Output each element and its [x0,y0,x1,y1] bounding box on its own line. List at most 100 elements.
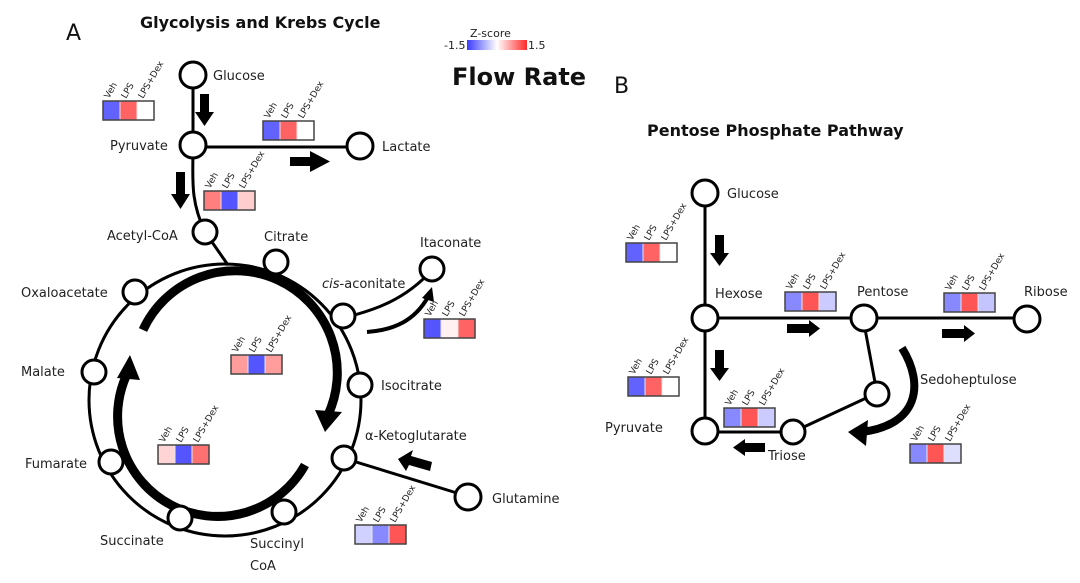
heatmap-cell-lps-dex [238,191,255,210]
heatmap-cell-lps [961,293,978,312]
legend-max-label: 1.5 [528,39,546,52]
label-glutamine: Glutamine [492,492,560,507]
node-isocitrate[interactable] [346,371,374,399]
node-b-sedoheptulose[interactable] [863,380,891,408]
heatmap-cell-veh [103,101,120,120]
flow-rate-title: Flow Rate [452,63,586,91]
heatmap-column-label: LPS+Dex [758,366,788,407]
node-itaconate[interactable] [418,255,446,283]
heatmap-column-label: LPS+Dex [944,402,974,443]
heatmap-cell-lps [643,243,660,262]
node-b-glucose[interactable] [690,178,720,208]
heatmap-cell-veh [724,408,741,427]
node-cis-aconitate[interactable] [329,302,357,330]
heatmap-column-label: LPS [643,223,660,242]
heatmap-cell-veh [785,292,802,311]
heatmap-cell-veh [204,191,221,210]
arrow-right-lactate [290,151,330,172]
panel-a-letter: A [66,21,81,46]
heatmap-column-label: LPS [927,424,944,443]
heatmap-column-label: LPS [280,101,297,120]
heatmap-column-label: Veh [910,424,927,443]
node-succinate[interactable] [166,504,194,532]
heatmap-column-label: LPS+Dex [458,277,488,318]
node-oxaloacetate[interactable] [121,278,149,306]
panel-a-title: Glycolysis and Krebs Cycle [140,13,381,32]
label-succinyl-coa-line2: CoA [250,559,276,574]
heatmap-column-label: Veh [263,101,280,120]
heatmap-cell-lps-dex [758,408,775,427]
heatmap-border [625,242,678,263]
heatmap-column-label: LPS+Dex [978,251,1008,292]
heatmap-cell-lps-dex [265,355,282,374]
heatmap-cell-lps-dex [458,319,475,338]
heatmap-column-label: Veh [785,272,802,291]
heatmap-cell-lps [741,408,758,427]
heatmap-column-label: LPS+Dex [238,149,268,190]
panel-b-letter: B [614,74,629,99]
node-b-hexose[interactable] [690,303,720,333]
node-alpha-ketoglutarate[interactable] [330,444,358,472]
heatmap-cell-lps-dex [819,292,836,311]
heatmap-column-label: LPS+Dex [137,59,167,100]
label-b-hexose: Hexose [715,287,763,302]
node-glutamine[interactable] [453,482,483,512]
node-pyruvate[interactable] [178,130,208,160]
arrow-right-pentose [787,320,820,337]
label-cis-aconitate: cis-aconitate [322,277,405,292]
node-b-pentose[interactable] [849,303,879,333]
node-citrate[interactable] [262,248,290,276]
heatmap-column-label: LPS+Dex [660,201,690,242]
node-glucose[interactable] [178,60,208,90]
node-b-triose[interactable] [779,418,807,446]
label-acetyl-coa: Acetyl-CoA [107,229,178,244]
heatmap-column-label: Veh [626,223,643,242]
heatmap-cell-lps [927,444,944,463]
heatmap-border [423,318,476,339]
heatmap-border [943,292,996,313]
itaconate-flow-arrowhead [422,287,434,302]
itaconate-flow-arc [366,295,430,334]
tca-ring [87,262,363,538]
heatmap-column-label: Veh [204,171,221,190]
label-itaconate: Itaconate [420,236,481,251]
heatmap-column-label: Veh [103,81,120,100]
node-b-ribose[interactable] [1012,304,1042,334]
heatmap-cell-lps-dex [662,377,679,396]
label-alpha-ketoglutarate: α-Ketoglutarate [365,429,467,444]
legend-title: Z-score [470,27,511,40]
heatmap-cell-veh [910,444,927,463]
zscore-legend: Z-score -1.5 1.5 Flow Rate [444,27,586,91]
node-acetyl-coa[interactable] [191,218,219,246]
label-aconitate-suffix: -aconitate [340,277,406,292]
label-glucose: Glucose [213,69,265,84]
sedoheptulose-flow-arrowhead [848,420,868,446]
heatmap-border [262,120,315,141]
arrow-right-ribose [942,325,975,342]
node-lactate[interactable] [345,131,375,161]
node-malate[interactable] [80,358,108,386]
heatmap-column-label: Veh [231,335,248,354]
heatmap-column-label: LPS [741,388,758,407]
sedoheptulose-flow-arc [861,345,919,436]
heatmap-cell-lps-dex [944,444,961,463]
label-lactate: Lactate [382,140,431,155]
heatmap-cell-lps [802,292,819,311]
heatmap-cell-veh [263,121,280,140]
heatmap-border [784,291,837,312]
heatmap-cell-veh [231,355,248,374]
node-fumarate[interactable] [97,448,125,476]
node-b-pyruvate[interactable] [690,416,720,446]
heatmap-cell-lps-dex [192,445,209,464]
node-succinyl-coa[interactable] [270,498,298,526]
heatmap-cell-veh [628,377,645,396]
label-b-pyruvate: Pyruvate [605,421,663,436]
arrow-left-glutamine [398,450,432,471]
panel-a: A Glycolysis and Krebs Cycle [21,13,560,574]
panel-b-title: Pentose Phosphate Pathway [647,121,904,140]
